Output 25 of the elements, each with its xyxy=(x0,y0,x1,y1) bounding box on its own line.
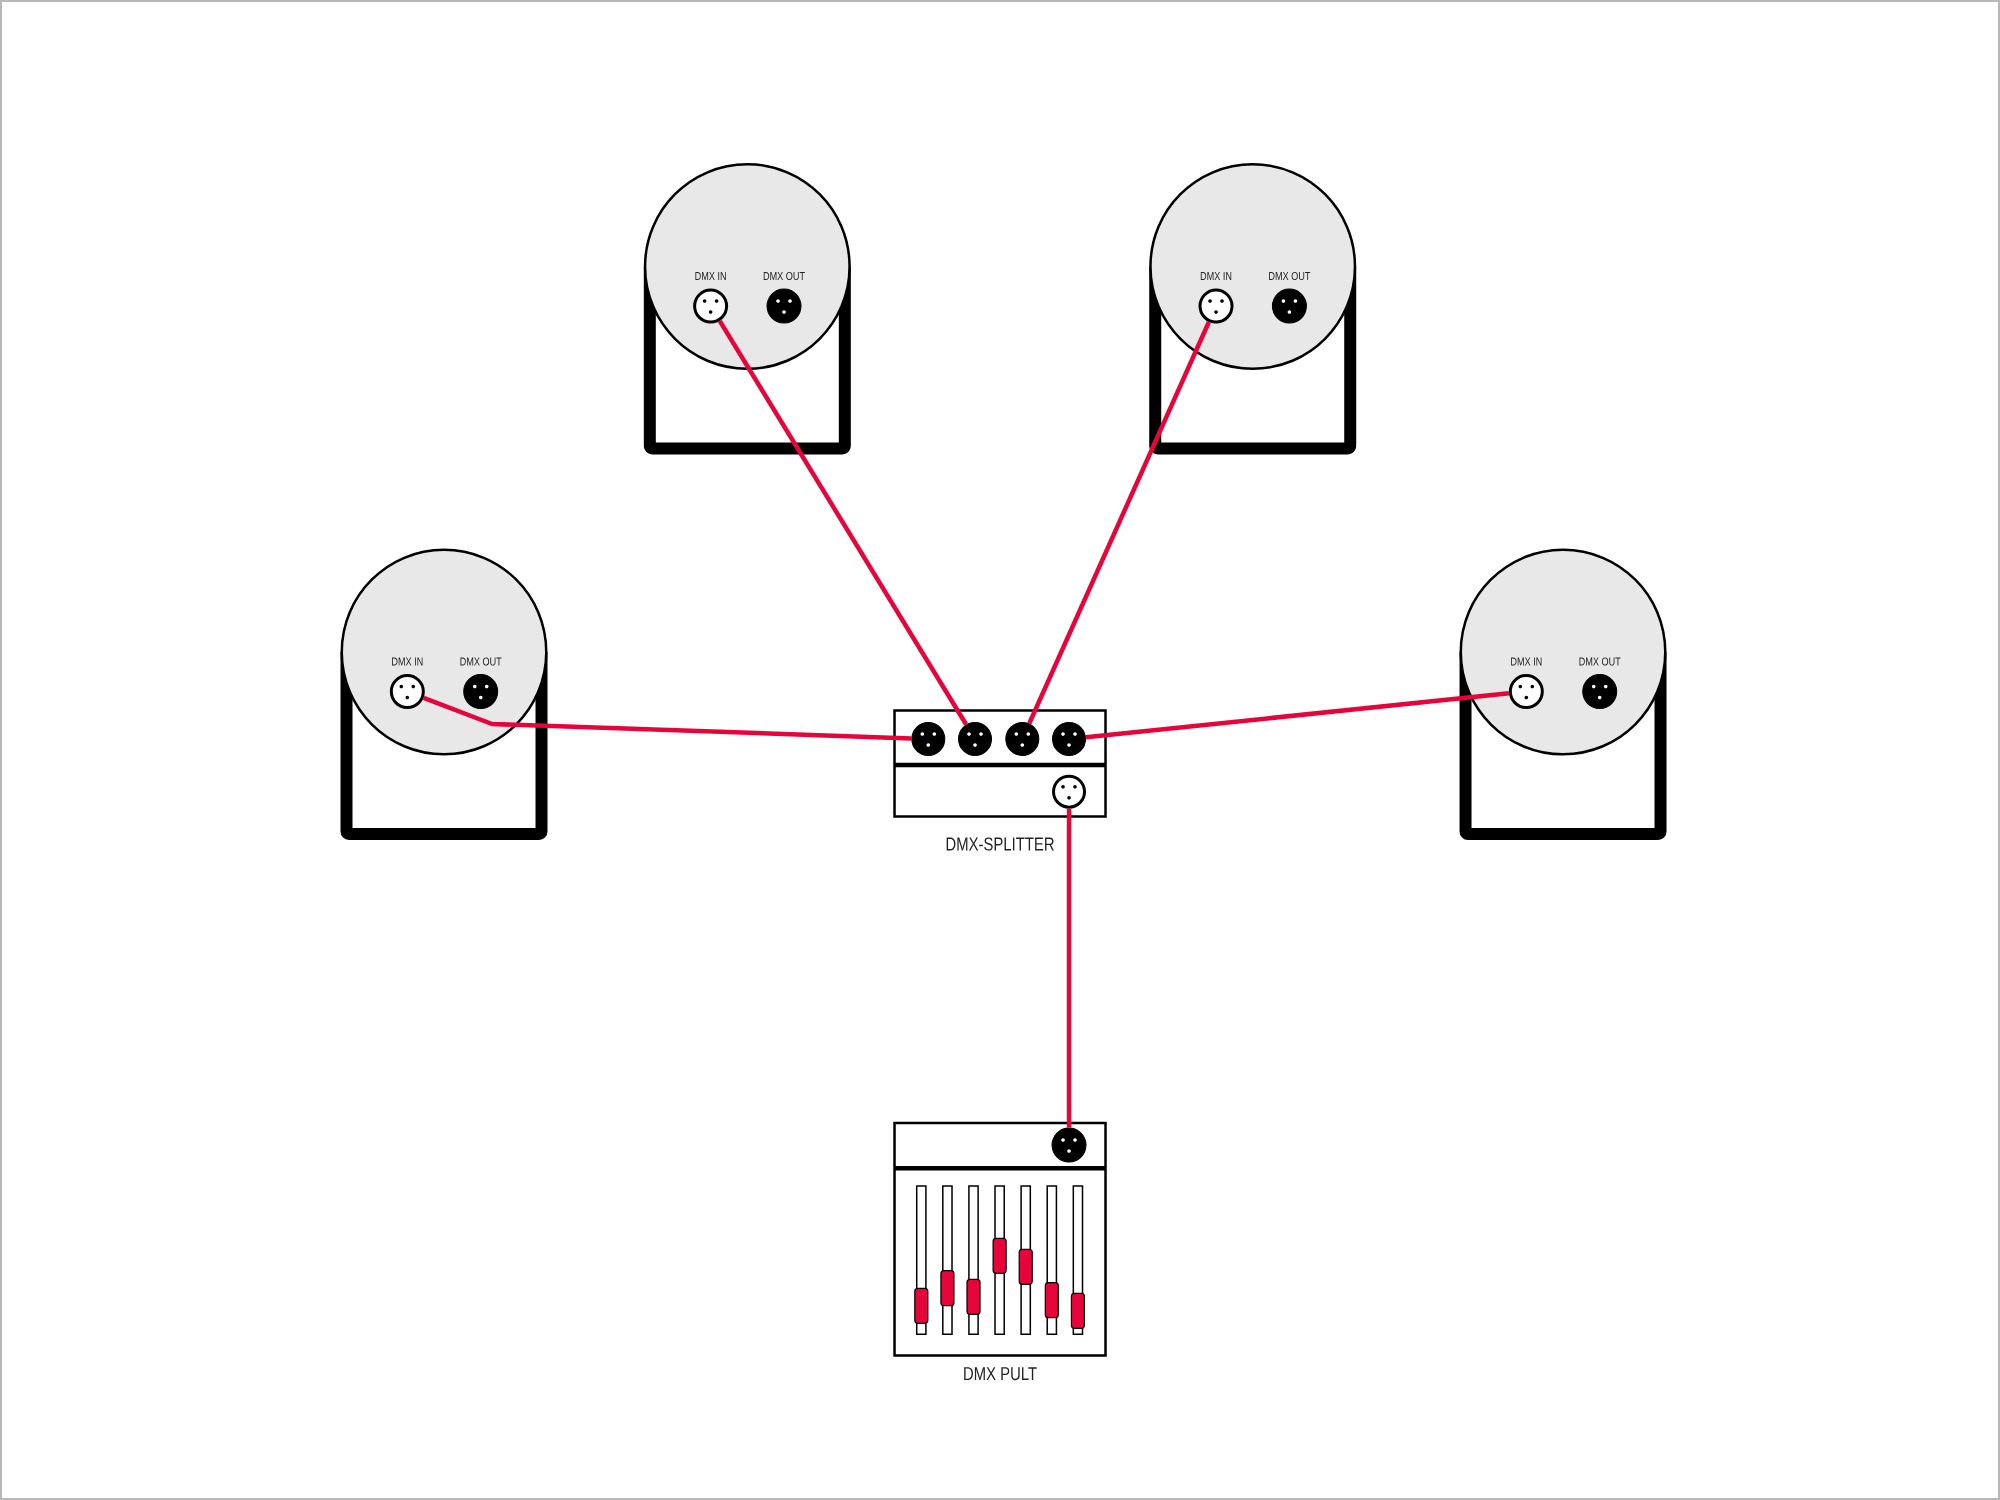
socket-label: DMX OUT xyxy=(1579,657,1621,666)
xlr-socket xyxy=(1051,1127,1087,1163)
lamp-head xyxy=(1459,548,1667,756)
socket-label: DMX IN xyxy=(695,272,726,280)
xlr-socket xyxy=(911,722,946,756)
cable xyxy=(1027,321,1211,725)
xlr-socket xyxy=(1052,722,1086,756)
xlr-socket xyxy=(1052,774,1086,809)
socket-label: DMX OUT xyxy=(763,272,805,281)
socket-label: DMX IN xyxy=(1200,272,1232,280)
cable xyxy=(1066,808,1072,1128)
xlr-socket xyxy=(1005,722,1040,756)
lamp-head xyxy=(643,163,851,370)
socket-label: DMX IN xyxy=(392,657,423,666)
socket-label: DMX OUT xyxy=(1269,272,1311,281)
cable xyxy=(717,319,969,726)
device-label: DMX PULT xyxy=(964,1367,1037,1381)
device-label: DMX-SPLITTER xyxy=(946,837,1054,851)
lamp-head xyxy=(1149,163,1357,370)
socket-label: DMX OUT xyxy=(460,657,502,666)
cable xyxy=(422,695,912,741)
lamp-head xyxy=(340,548,548,756)
xlr-socket xyxy=(958,722,992,756)
socket-label: DMX IN xyxy=(1511,657,1542,666)
cable xyxy=(1085,691,1510,740)
